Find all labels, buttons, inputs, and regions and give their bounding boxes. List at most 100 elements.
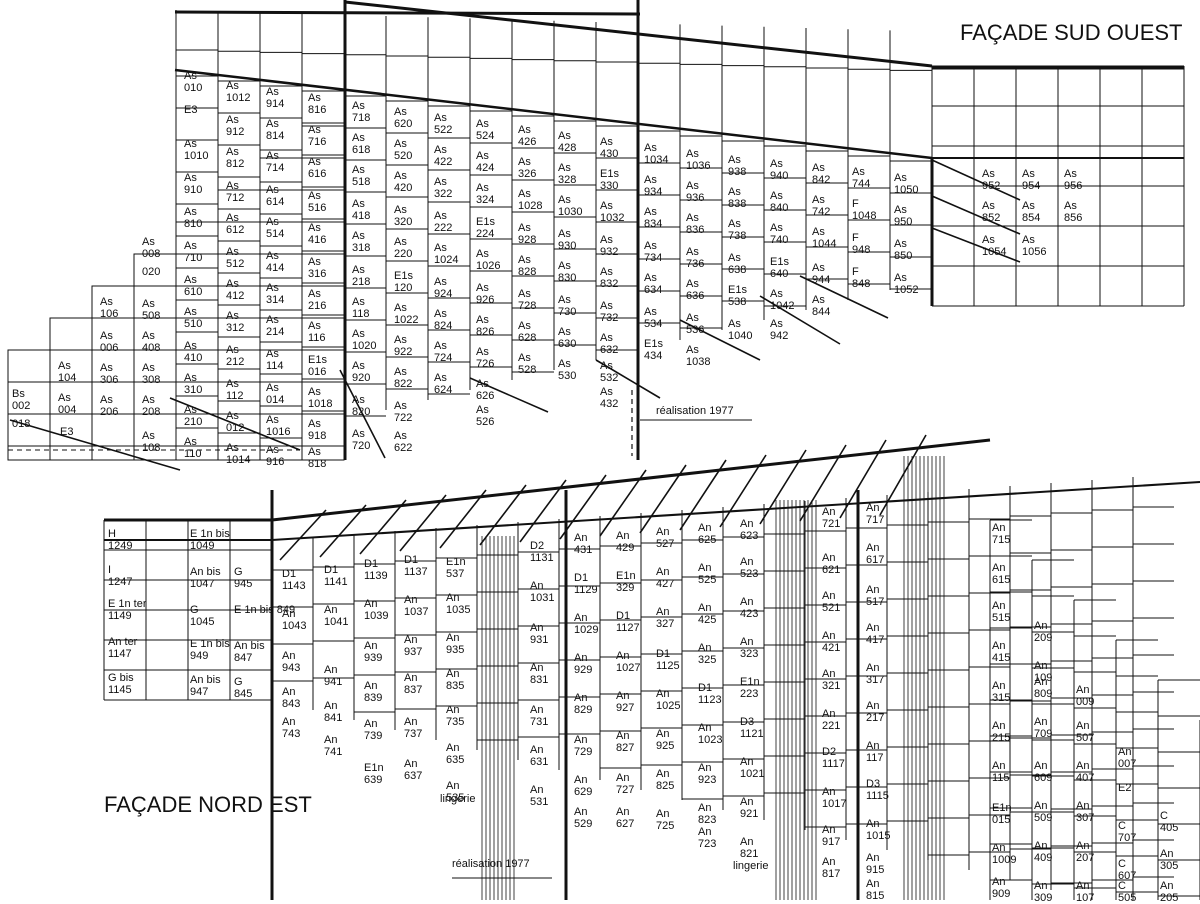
unit-label-sw: As 220 — [394, 236, 413, 260]
unit-label-sw: As 732 — [600, 300, 619, 324]
unit-label-sw: As 532 — [600, 360, 619, 384]
unit-label-sw: As 818 — [308, 446, 327, 470]
unit-label-sw: E3 — [184, 104, 198, 116]
unit-label-sw: As 116 — [308, 320, 326, 344]
structural-lines — [104, 0, 1200, 900]
unit-label-sw: As 526 — [476, 404, 495, 428]
unit-label-ne: E 1n bis 1049 — [190, 528, 230, 552]
unit-label-sw: As 524 — [476, 118, 495, 142]
unit-label-sw: As 954 — [1022, 168, 1041, 192]
unit-label-sw: As 428 — [558, 130, 577, 154]
unit-label-sw: As 842 — [812, 162, 831, 186]
unit-label-ne: An 627 — [616, 806, 635, 830]
unit-label-sw: As 844 — [812, 294, 831, 318]
unit-label-ne: E 1n bis 949 — [190, 638, 230, 662]
unit-label-sw: As 854 — [1022, 200, 1041, 224]
unit-label-ne: C 405 — [1160, 810, 1179, 834]
unit-label-sw: As 610 — [184, 274, 203, 298]
note-lingerie-b: lingerie — [733, 860, 769, 872]
unit-label-sw: As 1014 — [226, 442, 251, 466]
unit-label-sw: As 310 — [184, 372, 203, 396]
unit-label-sw: As 1052 — [894, 272, 919, 296]
unit-label-sw: As 832 — [600, 266, 619, 290]
unit-label-sw: As 328 — [558, 162, 577, 186]
unit-label-ne: An 517 — [866, 584, 885, 608]
unit-label-ne: An 215 — [992, 720, 1011, 744]
unit-label-sw: As 734 — [644, 240, 663, 264]
unit-label-ne: An 525 — [698, 562, 717, 586]
roof-brace — [359, 499, 407, 555]
unit-label-sw: As 720 — [352, 428, 371, 452]
unit-label-sw: As 918 — [308, 418, 327, 442]
unit-label-ne: An 729 — [574, 734, 593, 758]
unit-label-sw: E1s 016 — [308, 354, 327, 378]
unit-label-ne: An 831 — [530, 662, 549, 686]
unit-label-sw: As 1056 — [1022, 234, 1047, 258]
unit-label-sw: As 634 — [644, 272, 663, 296]
unit-label-sw: E1s 538 — [728, 284, 747, 308]
unit-label-ne: An 1025 — [656, 688, 681, 712]
unit-label-sw: As 920 — [352, 360, 371, 384]
unit-label-sw: As 210 — [184, 404, 203, 428]
roof-line — [174, 10, 641, 16]
unit-label-ne: An 1015 — [866, 818, 891, 842]
stairwell-hatching — [481, 456, 945, 900]
unit-label-ne: E1n 223 — [740, 676, 760, 700]
unit-label-ne: An 931 — [530, 622, 549, 646]
unit-label-sw: As 1036 — [686, 148, 711, 172]
wall-cell — [49, 445, 93, 461]
unit-label-ne: An 843 — [282, 686, 301, 710]
unit-label-ne: An 829 — [574, 692, 593, 716]
unit-label-ne: D2 1117 — [822, 746, 845, 770]
unit-label-sw: 018 — [12, 418, 31, 430]
unit-label-ne: An 1021 — [740, 756, 765, 780]
unit-label-ne: An 941 — [324, 664, 343, 688]
unit-label-sw: As 518 — [352, 164, 371, 188]
unit-label-sw: As 628 — [518, 320, 537, 344]
unit-label-sw: As 1030 — [558, 194, 583, 218]
unit-label-ne: An 107 — [1076, 880, 1095, 904]
roof-brace — [679, 459, 727, 531]
unit-label-sw: As 620 — [394, 106, 413, 130]
unit-label-sw: As 206 — [100, 394, 119, 418]
unit-label-ne: An 825 — [656, 768, 675, 792]
unit-label-sw: As 520 — [394, 138, 413, 162]
unit-label-sw: As 1018 — [308, 386, 333, 410]
unit-label-ne: An 1009 — [992, 842, 1017, 866]
unit-label-ne: An 431 — [574, 532, 593, 556]
unit-label-sw: As 952 — [982, 168, 1001, 192]
diagonal-stair-lines — [9, 159, 1021, 561]
unit-label-sw: As 922 — [394, 334, 413, 358]
unit-label-ne: An 1031 — [530, 580, 555, 604]
unit-label-ne: An 429 — [616, 530, 635, 554]
unit-label-ne: An 523 — [740, 556, 759, 580]
unit-label-sw: As 004 — [58, 392, 77, 416]
roof-brace — [559, 474, 607, 540]
title-facade-sud-ouest: FAÇADE SUD OUEST — [960, 20, 1183, 45]
facade-grid — [7, 10, 1200, 900]
unit-label-sw: As 1040 — [728, 318, 753, 342]
unit-label-ne: An 615 — [992, 562, 1011, 586]
unit-label-sw: As 924 — [434, 276, 453, 300]
unit-label-sw: As 326 — [518, 156, 537, 180]
unit-label-ne: An bis 847 — [234, 640, 265, 664]
stair-diagonal — [759, 295, 841, 345]
unit-label-ne: E1n 639 — [364, 762, 384, 786]
unit-label-ne: An 939 — [364, 640, 383, 664]
unit-label-ne: An 815 — [866, 878, 885, 902]
unit-label-sw: As 928 — [518, 222, 537, 246]
unit-label-ne: An 925 — [656, 728, 675, 752]
unit-label-ne: An 1017 — [822, 786, 847, 810]
unit-label-sw: As 320 — [394, 204, 413, 228]
unit-label-ne: An 835 — [446, 668, 465, 692]
note-realisation-ne: réalisation 1977 — [452, 858, 530, 870]
note-lingerie-a: lingerie — [440, 793, 476, 805]
unit-label-ne: An 709 — [1034, 716, 1053, 740]
roof-brace — [839, 439, 887, 519]
unit-label-ne: An 817 — [822, 856, 841, 880]
unit-label-sw: As 938 — [728, 154, 747, 178]
unit-label-ne: An 115 — [992, 760, 1010, 784]
unit-label-ne: An 521 — [822, 590, 841, 614]
unit-label-sw: As 1016 — [266, 414, 291, 438]
wall-cell — [7, 445, 51, 461]
